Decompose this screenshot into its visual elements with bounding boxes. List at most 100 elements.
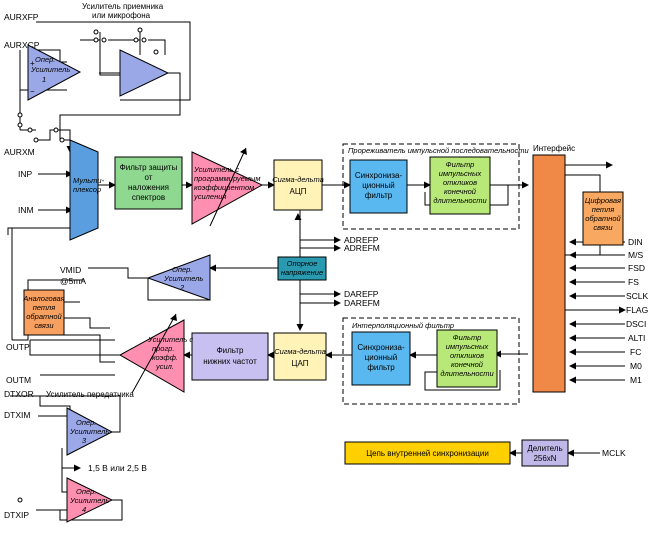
pin-din: DIN (628, 237, 643, 247)
pin-fsd: FSD (628, 263, 645, 273)
opamp-4-label-2: Усилитель (69, 496, 109, 505)
fir2-label-1: Фильтр (453, 333, 482, 342)
divider-label-1: Делитель (527, 444, 562, 453)
internal-clock-chain: Цепь внутренней синхронизации (344, 441, 511, 465)
dloop-label-4: связи (593, 223, 613, 232)
opamp-4-label-3: 4 (82, 505, 86, 514)
sync2-label-1: Синхрониза- (357, 343, 405, 352)
opamp-1-label-1: Опер. (35, 55, 55, 64)
dloop-label-3: обратной (585, 214, 621, 223)
fir2-label-3: откликов (450, 351, 484, 360)
dac-label-2: ЦАП (292, 359, 309, 368)
pin-dtxor: DTXOR (4, 389, 34, 399)
pin-aurxfp: AURXFP (4, 12, 39, 22)
pin-alti: ALTI (628, 333, 645, 343)
opamp-2: Опер. Усилитель 2 (146, 254, 211, 301)
interpolation-group (342, 317, 520, 405)
fir-filter-interpolator: Фильтр импульсных откликов конечной длит… (436, 329, 498, 388)
sync2-label-2: ционный (365, 353, 398, 362)
mux-label-1: Мульти- (73, 176, 105, 185)
pin-darefm: DAREFM (344, 298, 380, 308)
opamp-1-label-2: Усилитель (30, 65, 70, 74)
sigma-delta-adc: Сигма-дельта АЦП (272, 159, 324, 211)
opamp-2-label-3: 2 (179, 283, 185, 292)
pin-aurxcp: AURXCP (4, 40, 40, 50)
receiver-amp-title-2: или микрофона (92, 11, 151, 20)
tx-amp-title: Усилитель передатчика (46, 390, 134, 399)
dac-label-1: Сигма-дельта (274, 347, 326, 356)
pin-m0: M0 (630, 361, 642, 371)
sync1-label-3: фильтр (365, 191, 393, 200)
svg-text:+: + (30, 59, 35, 68)
pin-outp: OUTP (6, 342, 30, 352)
voltage-reference: Опорное напряжение (277, 256, 327, 281)
opamp-2-label-1: Опер. (172, 265, 192, 274)
clock-divider: Делитель 256xN (521, 439, 569, 467)
opamp-3: Опер. Усилитель 3 (66, 407, 114, 456)
adc-label-1: Сигма-дельта (272, 175, 324, 184)
fir2-label-5: длительности (440, 369, 494, 378)
aloop-label-4: связи (34, 321, 54, 330)
decimator-title: Прореживатель импульсной последовательно… (348, 146, 530, 155)
opamp-3-label-3: 3 (82, 436, 87, 445)
interpolation-title: Интерполяционный фильтр (352, 321, 454, 330)
pin-adrefm: ADREFM (344, 243, 380, 253)
aloop-label-3: обратной (26, 312, 62, 321)
adc-label-2: АЦП (289, 187, 306, 196)
vmid-current: @5mA (60, 276, 86, 286)
pin-adrefp: ADREFP (344, 235, 379, 245)
pin-sclk: SCLK (626, 291, 649, 301)
sync1-label-2: ционный (362, 181, 395, 190)
clock-chain-label: Цепь внутренней синхронизации (366, 449, 489, 458)
opamp-3-label-1: Опер. (76, 418, 96, 427)
lpf-label-1: Фильтр (217, 346, 244, 355)
vref-label-2: напряжение (281, 268, 323, 277)
pin-dsci: DSCI (626, 319, 646, 329)
fir-filter-decimator: Фильтр импульсных откликов конечной длит… (429, 156, 491, 215)
fir1-label-1: Фильтр (446, 160, 475, 169)
digital-feedback-loop: Цифровая петля обратной связи (582, 191, 624, 246)
decimator-group (342, 143, 520, 230)
interface-block (532, 154, 566, 393)
dloop-label-2: петля (592, 205, 615, 214)
programmable-gain-amplifier: Усилитель с программируемым коэффициенто… (191, 147, 264, 227)
pin-vmid: VMID (60, 265, 81, 275)
pin-outm: OUTM (6, 375, 31, 385)
outamp-label-2: прогр. (152, 344, 174, 353)
lpf-label-2: нижних частот (203, 357, 257, 366)
opamp-4-label-1: Опер. (76, 487, 96, 496)
pin-aurxm: AURXM (4, 147, 35, 157)
pga-label-3: коэффициентом (194, 183, 254, 192)
low-pass-filter: Фильтр нижних частот (191, 332, 269, 381)
pga-label-1: Усилитель с (193, 165, 239, 174)
interface-title: Интерфейс (533, 144, 575, 153)
input-switches (17, 27, 159, 503)
receiver-amplifier (119, 49, 170, 97)
pin-m1: M1 (630, 375, 642, 385)
opamp-2-label-2: Усилитель (163, 274, 203, 283)
fir2-label-4: конечной (451, 360, 484, 369)
outamp-label-3: коэфф. (152, 353, 178, 362)
opamp-1: Опер. Усилитель 1 + − (27, 44, 82, 101)
pin-ms: M/S (628, 250, 643, 260)
vref-label-1: Опорное (287, 259, 318, 268)
bias-voltage: 1,5 В или 2,5 В (88, 463, 147, 473)
fir2-label-2: импульсных (446, 342, 489, 351)
pin-dtxip: DTXIP (4, 510, 29, 520)
anti-alias-filter: Фильтр защиты от наложения спектров (114, 156, 183, 210)
aloop-label-2: петля (33, 303, 56, 312)
fir1-label-2: импульсных (439, 169, 482, 178)
aaf-label-2: от (145, 173, 153, 182)
pin-flag: FLAG (626, 305, 648, 315)
mux-label-2: плексор (73, 185, 101, 194)
divider-label-2: 256xN (533, 454, 556, 463)
output-amplifier: Усилитель с прогр. коэфф. усил. (118, 313, 193, 394)
pin-mclk: MCLK (602, 448, 626, 458)
pga-label-2: программируемым (194, 174, 261, 183)
pin-darefp: DAREFP (344, 289, 379, 299)
pin-fc: FC (630, 347, 641, 357)
sigma-delta-dac: Сигма-дельта ЦАП (273, 332, 327, 381)
fir1-label-4: конечной (444, 187, 477, 196)
aloop-label-1: Аналоговая (22, 294, 64, 303)
sync-filter-decimator: Синхрониза- ционный фильтр (349, 159, 408, 214)
